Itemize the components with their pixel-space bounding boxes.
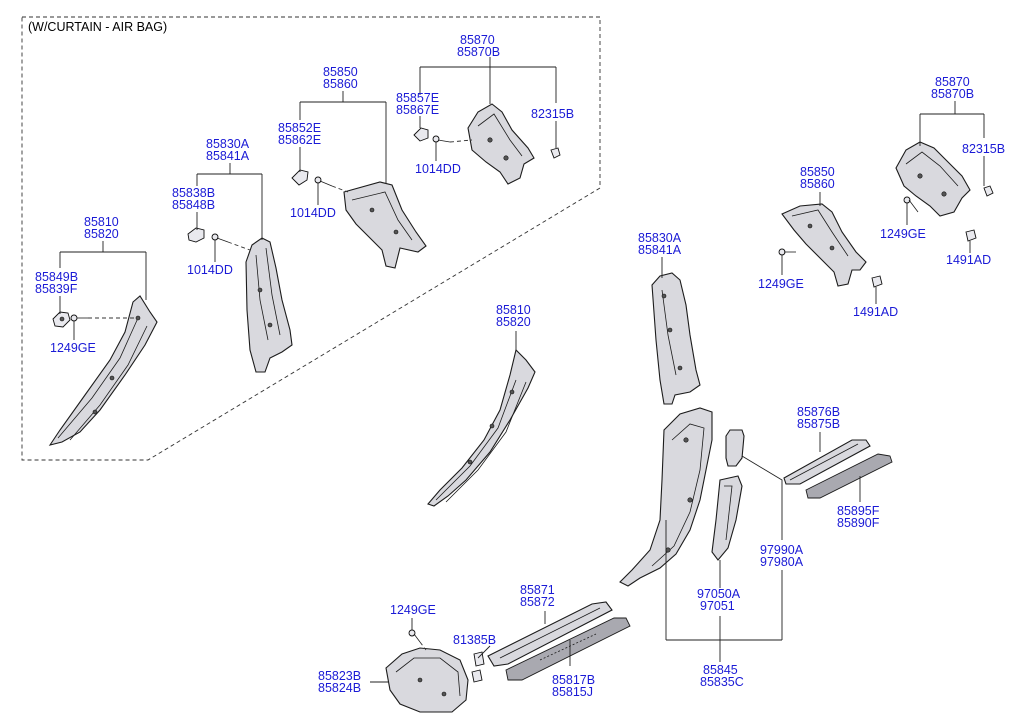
clip-82315b-right — [983, 185, 994, 197]
label-85830a-left-1: 85830A — [206, 137, 250, 151]
label-1249ge-left: 1249GE — [50, 341, 96, 355]
cowl-side-trim — [385, 647, 469, 713]
bolt-1014dd-a — [432, 135, 451, 143]
bolt-1014dd-b — [314, 176, 333, 187]
label-85895f-2: 85890F — [837, 516, 880, 530]
clip-81385b — [473, 651, 485, 667]
leader-lines — [59, 57, 985, 683]
label-85857e-2: 85867E — [396, 103, 439, 117]
label-81385b: 81385B — [453, 633, 496, 647]
b-pillar-upper-trim-left — [245, 237, 293, 373]
b-pillar-lower-trim — [619, 407, 713, 587]
label-1491ad-a: 1491AD — [946, 253, 991, 267]
label-85830a-mid-1: 85830A — [638, 231, 682, 245]
label-1249ge-r2: 1249GE — [758, 277, 804, 291]
label-85810-mid-2: 85820 — [496, 315, 531, 329]
seat-belt-cover — [711, 475, 743, 561]
label-85852e-1: 85852E — [278, 121, 321, 135]
label-85870-left-1: 85870 — [460, 33, 495, 47]
label-85876b-2: 85875B — [797, 417, 840, 431]
c-pillar-trim-left — [343, 181, 427, 269]
clip-1491ad-b — [871, 275, 883, 288]
front-door-scuff-plate — [487, 601, 631, 681]
bolt-1249ge-r1 — [903, 196, 919, 213]
label-85870-left-2: 85870B — [457, 45, 500, 59]
bolt-1249ge-bottom — [408, 629, 421, 643]
label-85850-left-2: 85860 — [323, 77, 358, 91]
label-85823b-1: 85823B — [318, 669, 361, 683]
label-1014dd-b: 1014DD — [290, 206, 336, 220]
label-1249ge-bottom: 1249GE — [390, 603, 436, 617]
label-85823b-2: 85824B — [318, 681, 361, 695]
clip-82315b-left — [550, 147, 561, 159]
label-85870-right-1: 85870 — [935, 75, 970, 89]
bolt-1014dd-c — [211, 233, 229, 243]
label-85838b-1: 85838B — [172, 186, 215, 200]
bolt-1249ge-r2 — [778, 248, 796, 256]
label-1014dd-a: 1014DD — [415, 162, 461, 176]
clip-85849b — [52, 311, 71, 328]
label-85849b-1: 85849B — [35, 270, 78, 284]
label-85852e-2: 85862E — [278, 133, 321, 147]
label-85876b-1: 85876B — [797, 405, 840, 419]
bolt-1249ge-left — [70, 314, 88, 322]
label-85871-1: 85871 — [520, 583, 555, 597]
label-82315b-left: 82315B — [531, 107, 574, 121]
clip-85838b — [187, 227, 205, 243]
label-85850-left-1: 85850 — [323, 65, 358, 79]
label-85849b-2: 85839F — [35, 282, 78, 296]
label-85838b-2: 85848B — [172, 198, 215, 212]
a-pillar-trim-left — [48, 295, 158, 446]
clip-85852e — [291, 169, 309, 186]
label-85810-mid-1: 85810 — [496, 303, 531, 317]
label-85817b-2: 85815J — [552, 685, 593, 699]
clip-85857e — [413, 127, 429, 142]
label-97990a-2: 97980A — [760, 555, 804, 569]
label-97990a-1: 97990A — [760, 543, 804, 557]
seat-belt-guide — [725, 429, 745, 467]
a-pillar-trim — [427, 348, 536, 507]
label-85845-2: 85835C — [700, 675, 744, 689]
c-pillar-trim — [781, 203, 867, 287]
label-1491ad-b: 1491AD — [853, 305, 898, 319]
label-97050a-1: 97050A — [697, 587, 741, 601]
label-85810-left-2: 85820 — [84, 227, 119, 241]
d-pillar-trim — [895, 141, 971, 217]
clip-1491ad-a — [965, 229, 977, 242]
label-85870-right-2: 85870B — [931, 87, 974, 101]
d-pillar-trim-left — [467, 103, 535, 185]
label-97050a-2: 97051 — [700, 599, 735, 613]
b-pillar-upper-trim — [651, 272, 701, 405]
clip-81385b-lower — [471, 669, 483, 683]
label-85810-left-1: 85810 — [84, 215, 119, 229]
label-85871-2: 85872 — [520, 595, 555, 609]
label-1249ge-r1: 1249GE — [880, 227, 926, 241]
label-85857e-1: 85857E — [396, 91, 439, 105]
label-85850-right-2: 85860 — [800, 177, 835, 191]
label-85830a-left-2: 85841A — [206, 149, 250, 163]
label-85830a-mid-2: 85841A — [638, 243, 682, 257]
label-85845-1: 85845 — [703, 663, 738, 677]
rear-door-scuff-plate — [783, 439, 893, 499]
label-82315b-right: 82315B — [962, 142, 1005, 156]
label-85895f-1: 85895F — [837, 504, 880, 518]
label-85850-right-1: 85850 — [800, 165, 835, 179]
label-1014dd-c: 1014DD — [187, 263, 233, 277]
section-label: (W/CURTAIN - AIR BAG) — [28, 20, 167, 34]
label-85817b-1: 85817B — [552, 673, 595, 687]
